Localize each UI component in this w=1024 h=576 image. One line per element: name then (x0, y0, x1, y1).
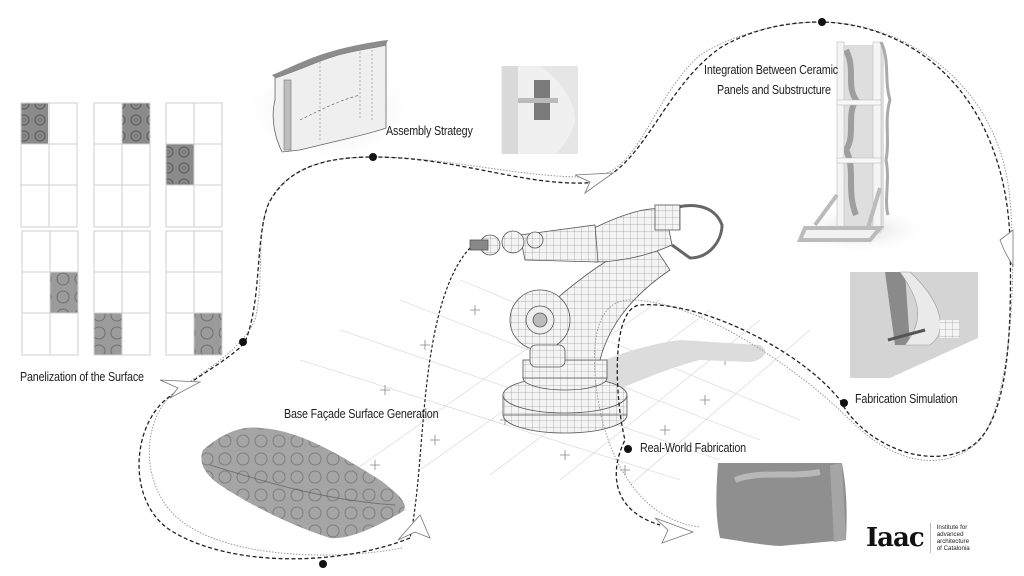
panel-grid-group (20, 102, 223, 356)
panel-grid-6 (165, 230, 223, 356)
logo-line: advanced (936, 531, 964, 538)
paper-plane-icon (574, 172, 615, 195)
paper-plane-arrows (159, 172, 1014, 544)
iaac-logo-mark: Iaac (866, 523, 925, 553)
label-integration-line1: Integration Between Ceramic (704, 63, 838, 77)
marker-panelization (239, 338, 247, 346)
panel-grid-1 (20, 102, 78, 228)
marker-fabrication-simulation (840, 399, 848, 407)
label-base-facade-surface: Base Façade Surface Generation (284, 407, 439, 421)
panel-highlight (50, 272, 78, 313)
panel-grid-2 (93, 102, 151, 228)
logo-mark-text: Iaac (866, 523, 925, 553)
robot-arm-render (469, 204, 724, 434)
marker-real-world-fabrication (624, 445, 632, 453)
label-real-world-fabrication: Real-World Fabrication (640, 441, 746, 455)
assembly-strategy-render (240, 40, 420, 165)
logo-line: architecture (936, 538, 970, 545)
panel-highlight (194, 313, 222, 355)
path-dotted (148, 21, 1014, 556)
logo-institute-text: Institute for advanced architecture of C… (937, 524, 970, 552)
paper-plane-icon (654, 517, 695, 544)
paper-plane-icon (999, 229, 1014, 268)
panel-highlight (94, 313, 122, 355)
base-facade-surface-render (201, 427, 408, 539)
marker-integration (818, 18, 826, 26)
panel-grid-5 (93, 230, 151, 356)
logo-line: of Catalonia (936, 545, 970, 552)
label-fabrication-simulation: Fabrication Simulation (855, 392, 958, 406)
path-to-robot (409, 247, 471, 539)
paper-plane-icon (159, 379, 202, 399)
integration-substructure-render (790, 41, 930, 255)
panel-grid-4 (21, 230, 79, 356)
iaac-logo: Iaac Institute for advanced architecture… (866, 523, 970, 553)
marker-base-surface (319, 560, 327, 568)
panel-grid-3 (165, 102, 223, 228)
panel-highlight (122, 103, 150, 144)
panel-highlight (166, 144, 194, 185)
logo-line: Institute for (936, 524, 968, 531)
fabrication-simulation-render (850, 271, 978, 378)
real-world-fabrication-render (716, 463, 847, 546)
label-panelization: Panelization of the Surface (20, 370, 144, 384)
label-assembly-strategy: Assembly Strategy (386, 124, 473, 138)
stage-markers (239, 18, 848, 568)
connection-detail-render (501, 66, 578, 154)
panel-highlight (21, 103, 48, 144)
marker-assembly (369, 153, 377, 161)
logo-divider (929, 523, 931, 553)
label-integration-line2: Panels and Substructure (717, 83, 831, 97)
paper-plane-icon (397, 514, 431, 541)
